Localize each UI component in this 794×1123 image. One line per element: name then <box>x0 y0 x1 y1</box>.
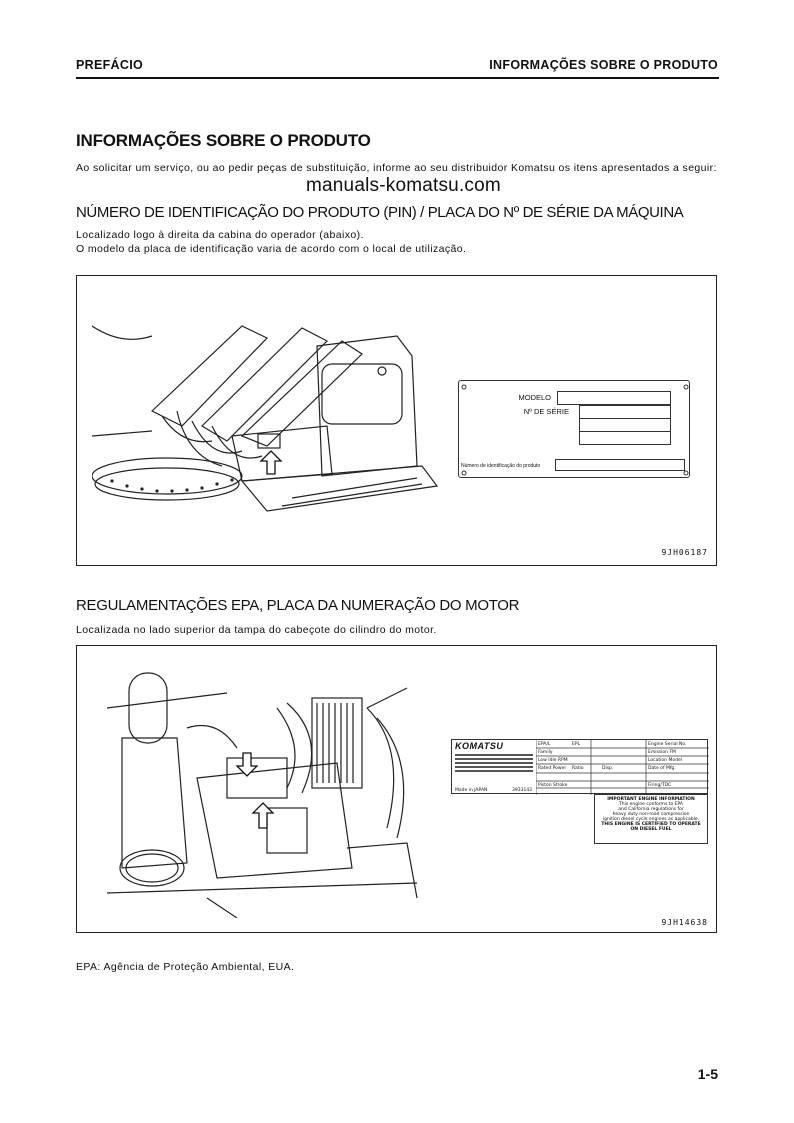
epa-heading: REGULAMENTAÇÕES EPA, PLACA DA NUMERAÇÃO … <box>76 597 520 614</box>
pin-location-text: Localizado logo à direita da cabina do o… <box>76 229 364 241</box>
cell-epa: EPA/L <box>538 742 551 747</box>
epa-location-text: Localizada no lado superior da tampa do … <box>76 624 437 636</box>
header-rule <box>76 77 719 79</box>
section-title: INFORMAÇÕES SOBRE O PRODUTO <box>76 131 371 150</box>
notice-line-6: ON DIESEL FUEL <box>630 827 672 832</box>
machine-illustration <box>92 325 439 512</box>
cell-location: Location Model <box>648 758 682 763</box>
plate-pin-label: Número de identificação do produto <box>461 463 541 469</box>
notice-title: IMPORTANT ENGINE INFORMATION <box>607 797 695 802</box>
plate-model-label: MODELO <box>518 393 551 402</box>
cell-ratio: Ratio <box>572 766 584 771</box>
notice-line-3: heavy duty non-road compression <box>612 812 690 817</box>
made-in-text: Made in JAPAN <box>455 788 488 793</box>
figure-pin-plate: MODELO Nº DE SÉRIE Número de identificaç… <box>76 275 717 566</box>
plate-model-field <box>557 391 671 405</box>
plate-pin-field <box>555 459 685 471</box>
notice-line-4: ignition diesel cycle engines as applica… <box>602 817 700 822</box>
komatsu-logo-text: KOMATSU <box>455 741 504 751</box>
figure-code-pin: 9JH06187 <box>661 548 708 557</box>
watermark-text: manuals-komatsu.com <box>306 175 501 196</box>
cell-piston: Piston Stroke <box>538 783 568 788</box>
cell-emission: Emission FM <box>648 750 676 755</box>
pin-heading: NÚMERO DE IDENTIFICAÇÃO DO PRODUTO (PIN)… <box>76 204 684 221</box>
cell-disp: Disp. <box>602 766 614 771</box>
running-header-left: PREFÁCIO <box>76 58 143 72</box>
notice-line-1: This engine conforms to EPA <box>618 802 684 807</box>
engine-plate-grid <box>536 740 709 795</box>
engine-plate: KOMATSU EPA/L EPL Engine Serial No. Fami… <box>451 739 709 795</box>
page-number: 1-5 <box>697 1066 718 1082</box>
cell-epl: EPL <box>572 742 581 747</box>
running-header-right: INFORMAÇÕES SOBRE O PRODUTO <box>489 58 718 72</box>
epa-footnote: EPA: Agência de Proteção Ambiental, EUA. <box>76 961 295 973</box>
plate-part-number: 3933143 <box>512 788 533 793</box>
notice-line-2: and California regulations for <box>618 807 684 812</box>
plate-rivets <box>461 384 689 476</box>
plate-serial-field-1 <box>579 405 671 419</box>
plate-serial-label: Nº DE SÉRIE <box>523 407 569 416</box>
intro-paragraph: Ao solicitar um serviço, ou ao pedir peç… <box>76 162 717 174</box>
notice-line-5: THIS ENGINE IS CERTIFIED TO OPERATE <box>601 822 701 827</box>
cell-rated-power: Rated Power <box>538 766 567 771</box>
emission-notice-plate: IMPORTANT ENGINE INFORMATION This engine… <box>594 794 708 844</box>
plate-serial-field-2 <box>579 418 671 432</box>
figure-code-epa: 9JH14638 <box>661 918 708 927</box>
cell-firing: Firing/TDC <box>648 783 672 788</box>
cell-family: Family <box>538 750 553 755</box>
cell-serial: Engine Serial No. <box>648 742 687 747</box>
engine-illustration <box>107 672 418 918</box>
plate-serial-field-3 <box>579 431 671 445</box>
figure-epa-plate: KOMATSU EPA/L EPL Engine Serial No. Fami… <box>76 645 717 933</box>
cell-low-idle: Low Idle RPM <box>538 758 568 763</box>
cell-date: Date of Mfg. <box>648 766 676 771</box>
id-plate: MODELO Nº DE SÉRIE Número de identificaç… <box>458 380 690 478</box>
plate-warning-text-block <box>455 752 533 782</box>
pin-plate-note: O modelo da placa de identificação varia… <box>76 243 467 255</box>
